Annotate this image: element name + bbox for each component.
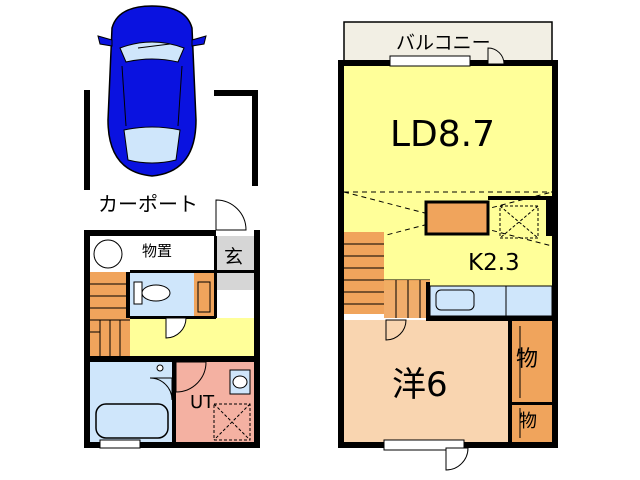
toilet-icon [133,281,171,305]
bathroom-window [99,439,141,449]
balcony-door [487,47,505,65]
washbasin-icon [229,369,251,395]
ld-label: LD8.7 [390,114,496,155]
entrance-label: 玄 [224,246,244,268]
carport-left-pillar [84,90,90,190]
walls-1f [84,230,260,448]
washing-machine-space [213,403,251,441]
shower-icon [156,364,164,372]
closet-upper [512,320,552,404]
water-heater-icon [93,239,123,269]
carport-area [84,90,258,190]
kitchen-cabinet [424,200,490,236]
stairs-1f-treads [90,283,130,356]
carport-right-pillar [252,90,258,186]
balcony-window [389,55,471,67]
toilet-door [165,317,187,339]
shoe-cabinet-door [197,281,211,313]
carport-right-beam [214,90,258,96]
entrance-door [215,199,247,231]
sink-icon [435,289,475,311]
western-room [344,320,512,442]
storage-1f-label: 物置 [142,242,173,260]
stairs-2f [344,232,384,314]
western-room-door [385,319,407,341]
second-floor-plan [338,21,558,471]
closet-lower-label: 物 [519,411,537,432]
car-icon [97,5,207,177]
ut-door [175,361,207,393]
closet-lower [512,404,552,442]
fridge-space [499,205,539,239]
bathtub-icon [95,403,169,439]
first-floor-plan [84,199,260,449]
entrance-floor [216,236,254,290]
western-room-label: 洋6 [392,365,448,405]
kitchen-label: K2.3 [468,250,520,276]
carport-label: カーポート [98,192,198,216]
closet-upper-label: 物 [516,347,539,372]
balcony-label: バルコニー [396,32,491,54]
hallway-1f [130,318,254,356]
bathroom-door [149,377,173,401]
western-window [383,439,465,451]
ut-label: UT [190,392,215,413]
western-room-door-mark [445,447,469,471]
